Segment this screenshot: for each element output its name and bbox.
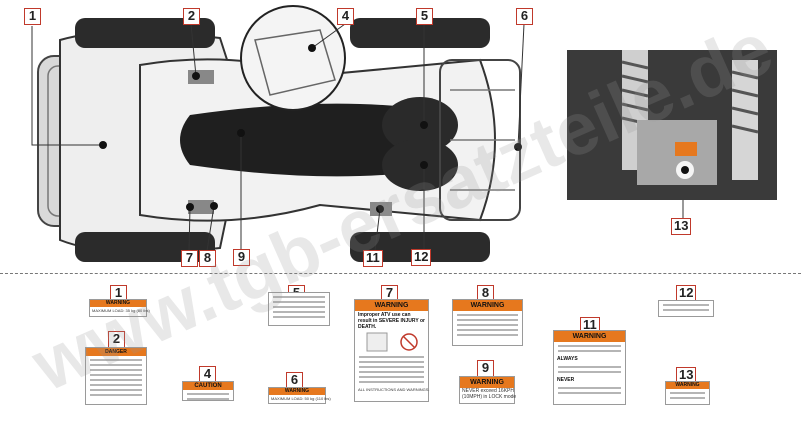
decal-4-header: CAUTION — [183, 382, 233, 390]
callout-9: 9 — [233, 249, 250, 266]
callout-2: 2 — [183, 8, 200, 25]
suspension-detail-photo — [567, 50, 777, 200]
decal-number-8: 8 — [477, 285, 494, 302]
callout-8: 8 — [199, 250, 216, 267]
decal-number-12: 12 — [676, 285, 697, 302]
callout-7: 7 — [181, 250, 198, 267]
atv-top-view-illustration — [31, 5, 684, 262]
decal-1-header: WARNING — [90, 300, 146, 307]
callout-12: 12 — [411, 249, 432, 266]
decal-8-header: WARNING — [453, 300, 522, 311]
decal-2-header: DANGER — [86, 348, 146, 356]
section-divider — [0, 273, 801, 274]
decal-6: WARNING MAXIMUM LOAD: 50 kg (110 lbs) — [268, 387, 331, 404]
callout-4: 4 — [337, 8, 354, 25]
decal-5 — [268, 292, 330, 326]
decal-4: CAUTION — [182, 381, 234, 401]
decal-8: WARNING — [452, 299, 523, 346]
callout-13: 13 — [671, 218, 692, 235]
decal-number-11: 11 — [580, 317, 600, 334]
decal-7-pictograms — [366, 332, 418, 352]
callout-11: 11 — [363, 250, 383, 267]
decal-number-2: 2 — [108, 331, 125, 348]
callout-5: 5 — [416, 8, 433, 25]
callout-6: 6 — [516, 8, 533, 25]
decal-6-header: WARNING — [269, 388, 325, 395]
decal-13-header: WARNING — [666, 382, 709, 389]
decal-11: WARNING ALWAYS NEVER — [553, 330, 626, 405]
callout-1: 1 — [24, 8, 41, 25]
decal-1-text: MAXIMUM LOAD: 35 kg (80 lbs) — [92, 308, 150, 313]
decal-7-footer: ALL INSTRUCTIONS AND WARNINGS. — [358, 387, 430, 392]
decal-number-9: 9 — [477, 360, 494, 377]
decal-2: DANGER — [85, 347, 147, 405]
decal-11-never: NEVER — [557, 377, 575, 383]
decal-9-line1: NEVER exceed 16KPH — [462, 388, 514, 394]
decal-9-line2: (10MPH) in LOCK mode — [462, 394, 517, 400]
decal-7: WARNING Improper ATV use can result in S… — [354, 299, 430, 402]
decal-11-always: ALWAYS — [557, 356, 578, 362]
decal-1: WARNING MAXIMUM LOAD: 35 kg (80 lbs) — [89, 299, 150, 317]
decal-11-header: WARNING — [554, 331, 625, 342]
decal-7-header: WARNING — [355, 300, 428, 311]
decal-9: WARNING NEVER exceed 16KPH (10MPH) in LO… — [459, 376, 517, 404]
decal-13: WARNING — [665, 381, 710, 405]
decal-6-text: MAXIMUM LOAD: 50 kg (110 lbs) — [271, 396, 331, 401]
decal-12 — [658, 300, 714, 317]
decal-9-header: WARNING — [460, 377, 514, 388]
decal-7-title: Improper ATV use can result in SEVERE IN… — [358, 312, 425, 330]
